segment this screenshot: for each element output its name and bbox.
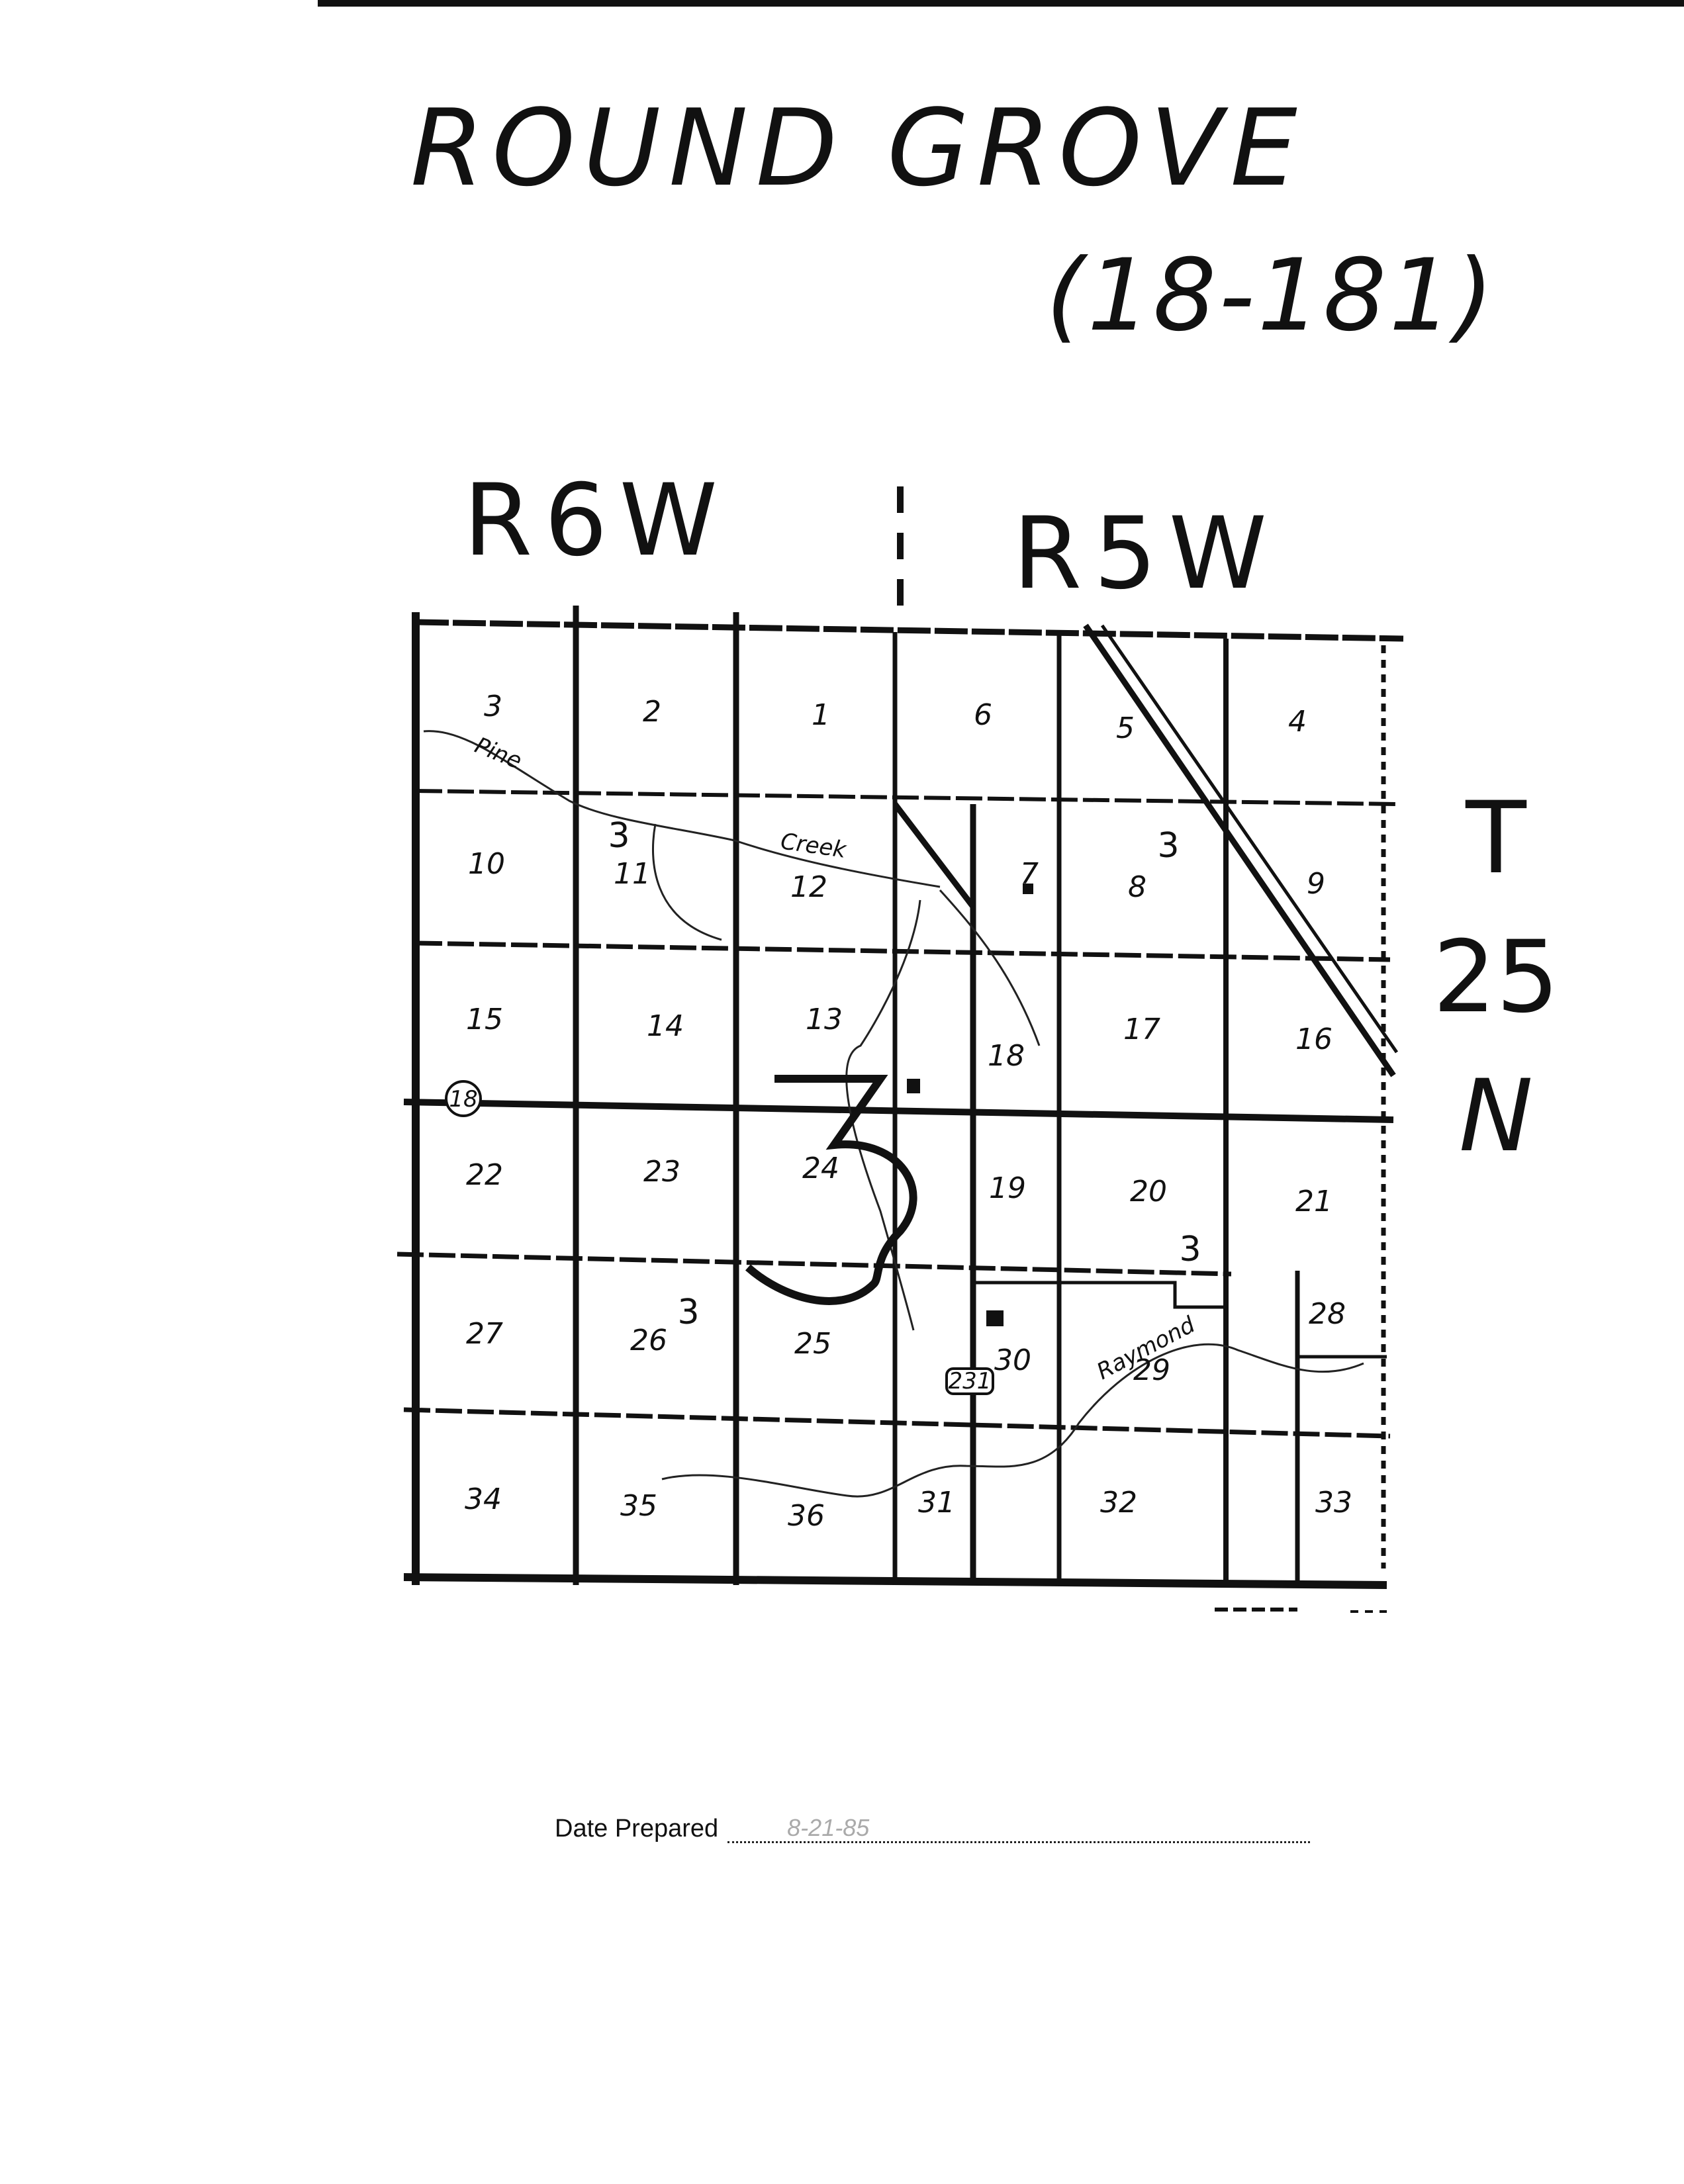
section-labels: 3 2 1 6 5 4 10 11 12 7 8 9 15 14 13 18 1…	[465, 690, 1352, 1533]
section-label: 10	[468, 847, 505, 881]
section-label: 12	[790, 870, 827, 904]
section-label: 17	[1123, 1013, 1160, 1046]
date-prepared-row: Date Prepared 8-21-85	[555, 1815, 1311, 1843]
date-prepared-label: Date Prepared	[555, 1815, 719, 1843]
section-label: 22	[466, 1158, 503, 1192]
range-label-r6w: R6W	[463, 463, 729, 578]
district-mark: 3	[677, 1293, 699, 1332]
section-label: 14	[647, 1009, 684, 1043]
section-label: 7	[1020, 857, 1039, 891]
section-label: 16	[1295, 1023, 1333, 1056]
section-label: 35	[620, 1489, 657, 1523]
section-label: 2	[643, 695, 661, 729]
section-label: 1	[812, 698, 830, 732]
section-label: 9	[1307, 867, 1325, 901]
section-label: 5	[1116, 711, 1135, 745]
section-label: 6	[974, 698, 992, 732]
township-letter-t: T	[1466, 781, 1526, 896]
map-code: (18-181)	[1046, 238, 1497, 353]
district-mark-large	[745, 1075, 917, 1305]
section-label: 31	[918, 1486, 955, 1520]
building-mark	[1023, 884, 1033, 894]
creek-lines	[423, 730, 1364, 1498]
section-label: 33	[1315, 1486, 1352, 1520]
map-title: ROUND GROVE	[410, 86, 1305, 210]
range-label-r5w: R5W	[1013, 496, 1279, 612]
date-prepared-value: 8-21-85	[727, 1815, 1311, 1843]
district-marks: 3 3 3 3 3	[608, 816, 1201, 1332]
road-marker-231-label: 231	[949, 1368, 992, 1394]
section-label: 34	[465, 1482, 502, 1516]
section-label: 30	[994, 1343, 1031, 1377]
section-label: 26	[630, 1324, 667, 1357]
section-label: 18	[988, 1039, 1025, 1073]
section-label: 19	[989, 1171, 1026, 1205]
township-letter-n: N	[1458, 1059, 1534, 1174]
building-mark	[986, 1310, 1004, 1326]
section-label: 13	[806, 1003, 843, 1036]
section-label: 27	[466, 1317, 503, 1351]
creek-label-pine: Pine	[471, 732, 526, 774]
section-label: 32	[1100, 1486, 1137, 1520]
top-border	[318, 0, 1684, 7]
section-label: 29	[1133, 1353, 1170, 1387]
road-marker-231	[945, 1367, 994, 1395]
road-marker-18-label: 18	[449, 1086, 477, 1113]
township-number: 25	[1432, 920, 1560, 1035]
district-mark: 3	[1179, 1230, 1201, 1269]
building-mark	[907, 1079, 920, 1093]
section-label: 15	[466, 1003, 503, 1036]
road-marker-18	[445, 1080, 482, 1117]
section-label: 23	[643, 1155, 680, 1189]
district-mark: 3	[608, 816, 630, 856]
section-label: 3	[484, 690, 502, 723]
creek-label-creek: Creek	[779, 828, 849, 864]
district-mark: 3	[1157, 826, 1179, 866]
section-label: 24	[802, 1152, 839, 1185]
section-label: 11	[614, 857, 651, 891]
section-label: 20	[1130, 1175, 1167, 1208]
section-label: 21	[1295, 1185, 1333, 1218]
section-label: 36	[788, 1499, 825, 1533]
section-label: 25	[794, 1327, 831, 1361]
section-grid	[397, 606, 1404, 1613]
section-label: 4	[1288, 705, 1307, 739]
section-label: 28	[1309, 1297, 1346, 1331]
section-label: 8	[1128, 870, 1146, 904]
